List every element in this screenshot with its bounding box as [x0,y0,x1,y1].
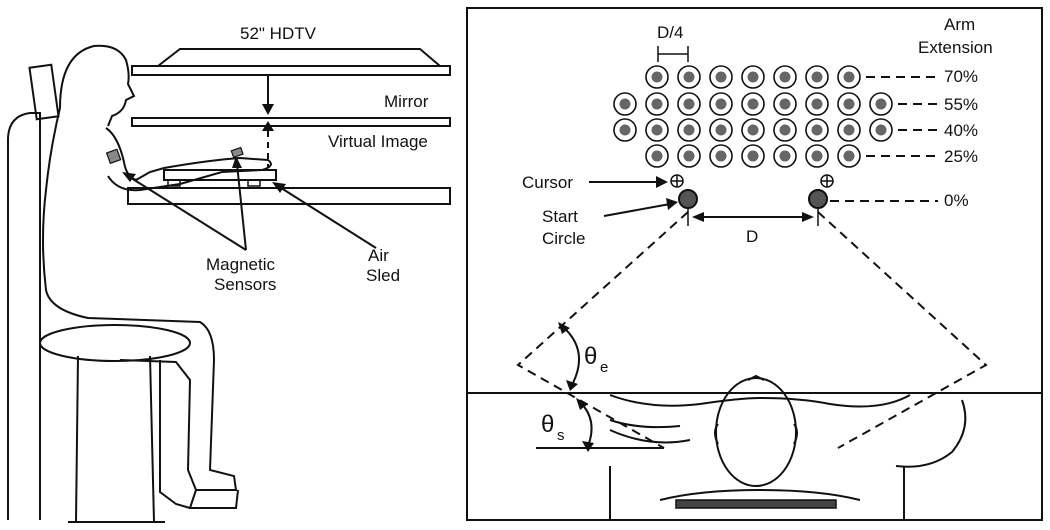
target-55-3 [677,92,701,116]
level-label-55: 55% [944,95,978,114]
d4-label: D/4 [657,23,683,42]
mirror-label: Mirror [384,92,429,111]
level-label-70: 70% [944,67,978,86]
target-40-1 [613,118,637,142]
theta-s-subscript: s [557,427,565,444]
subject-top-view [609,374,967,520]
arrow-up-icon [262,121,274,131]
cursor-label: Cursor [522,173,573,192]
air-sled [163,169,277,187]
target-70-5 [773,65,797,89]
target-70-1 [645,65,669,89]
target-40-9 [869,118,893,142]
desk [127,187,451,205]
target-25-3 [709,144,733,168]
theta-e-arc [561,325,580,386]
top-view-panel: D/4 Arm Extension 70% 55% 40% 25% 0% Cur… [466,7,1043,521]
chair [7,63,191,523]
target-25-5 [773,144,797,168]
target-40-3 [677,118,701,142]
target-55-8 [837,92,861,116]
seated-person [42,44,272,509]
air-sled-label-line1: Air [368,246,389,265]
target-55-2 [645,92,669,116]
mirror [131,117,451,127]
target-40-2 [645,118,669,142]
arm-extension-label-line2: Extension [918,38,993,57]
theta-e-symbol: θ [584,343,597,370]
start-circle-label-line2: Circle [542,229,585,248]
target-55-1 [613,92,637,116]
cursor-icon [670,174,684,188]
target-70-4 [741,65,765,89]
target-25-4 [741,144,765,168]
level-label-25: 25% [944,147,978,166]
arm-extension-label-line1: Arm [944,15,975,34]
workspace-frame [466,7,1043,521]
target-40-4 [709,118,733,142]
chest-pad [675,499,837,509]
target-40-7 [805,118,829,142]
chair-seat [39,324,191,362]
target-55-4 [709,92,733,116]
start-circle-label-line1: Start [542,207,578,226]
left-arm-dashed [516,211,689,449]
d-label: D [746,227,758,246]
target-25-7 [837,144,861,168]
target-55-7 [805,92,829,116]
d4-bracket [657,46,689,62]
target-grid [613,65,893,168]
target-55-9 [869,92,893,116]
level-label-40: 40% [944,121,978,140]
start-circle-left [678,189,698,209]
hdtv-label: 52" HDTV [240,24,317,43]
target-70-2 [677,65,701,89]
right-arm-dashed [817,211,988,449]
magnetic-sensor-hand [230,146,244,159]
target-40-6 [773,118,797,142]
target-25-2 [677,144,701,168]
target-25-6 [805,144,829,168]
magnetic-sensors-label-line2: Sensors [214,275,276,294]
magnetic-sensors-label-line1: Magnetic [206,255,275,274]
arrow-down-icon [262,104,274,115]
magnetic-sensor-arm [105,148,122,165]
target-40-5 [741,118,765,142]
side-view-panel: 52" HDTV Mirror Virtual Image [7,24,451,523]
start-circle-right [808,189,828,209]
virtual-image-label: Virtual Image [328,132,428,151]
target-70-3 [709,65,733,89]
hdtv-screen [131,65,451,76]
target-25-1 [645,144,669,168]
headrest [28,63,60,121]
target-55-5 [741,92,765,116]
head [715,377,797,487]
level-label-0: 0% [944,191,969,210]
target-70-7 [837,65,861,89]
theta-s-symbol: θ [541,411,554,438]
air-sled-label-line2: Sled [366,266,400,285]
target-70-6 [805,65,829,89]
cursor-icon-right [820,174,834,188]
target-40-8 [837,118,861,142]
theta-e-subscript: e [600,359,608,376]
target-55-6 [773,92,797,116]
